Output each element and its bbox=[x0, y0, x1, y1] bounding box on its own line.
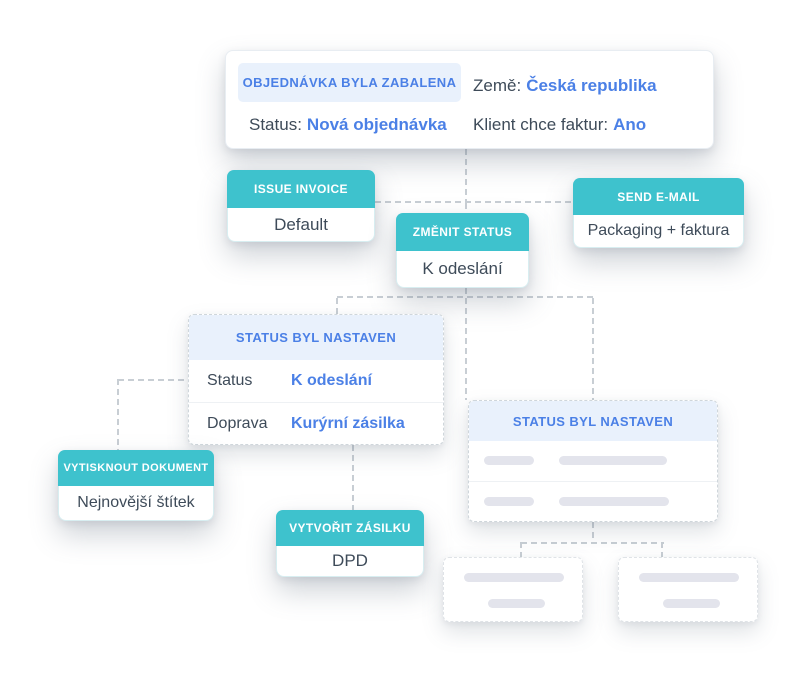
connector-status-right-in bbox=[592, 298, 594, 401]
field-value: Nová objednávka bbox=[306, 115, 447, 134]
skeleton-card-left[interactable] bbox=[443, 557, 583, 622]
action-card-title-text: ZMĚNIT STATUS bbox=[412, 225, 513, 239]
connector-print-elbow-h bbox=[118, 379, 189, 381]
trigger-field-invoice-wanted: Klient chce faktur:Ano bbox=[473, 115, 646, 135]
action-card-create-shipment[interactable]: VYTVOŘIT ZÁSILKU DPD bbox=[276, 510, 424, 577]
connector-skeleton-right-in bbox=[661, 542, 663, 558]
action-card-title-text: VYTVOŘIT ZÁSILKU bbox=[289, 521, 411, 535]
placeholder-bar-short bbox=[663, 599, 720, 608]
status-card-title: STATUS BYL NASTAVEN bbox=[189, 315, 443, 360]
action-card-value: K odeslání bbox=[422, 259, 503, 278]
status-row-value: K odeslání bbox=[291, 372, 372, 389]
action-card-title-text: VYTISKNOUT DOKUMENT bbox=[63, 462, 209, 474]
action-card-title: ISSUE INVOICE bbox=[227, 170, 375, 208]
field-label: Země: bbox=[473, 76, 522, 95]
action-card-value: Packaging + faktura bbox=[587, 222, 730, 239]
field-label: Klient chce faktur: bbox=[473, 115, 609, 134]
action-card-title-text: SEND E-MAIL bbox=[617, 189, 700, 204]
placeholder-bar-short bbox=[484, 456, 534, 465]
connector-status-left-in bbox=[336, 298, 338, 315]
trigger-field-status: Status:Nová objednávka bbox=[249, 115, 447, 135]
status-card-title: STATUS BYL NASTAVEN bbox=[469, 401, 717, 441]
connector-row2-splitter bbox=[337, 296, 595, 298]
status-row-status: Status K odeslání bbox=[189, 360, 443, 402]
connector-skeleton-left-in bbox=[520, 542, 522, 558]
status-row-doprava: Doprava Kurýrní zásilka bbox=[189, 402, 443, 445]
status-card-left[interactable]: STATUS BYL NASTAVEN Status K odeslání Do… bbox=[188, 314, 444, 445]
placeholder-bar-short bbox=[488, 599, 545, 608]
placeholder-bar-short bbox=[484, 497, 534, 506]
placeholder-bar-long bbox=[464, 573, 564, 582]
connector-create-shipment-in bbox=[352, 445, 354, 511]
connector-change-status-in bbox=[465, 203, 467, 214]
status-row-label: Status bbox=[207, 372, 253, 389]
trigger-badge: OBJEDNÁVKA BYLA ZABALENA bbox=[238, 63, 461, 102]
action-card-send-email[interactable]: SEND E-MAIL Packaging + faktura bbox=[573, 178, 744, 248]
status-card-right-skeleton[interactable]: STATUS BYL NASTAVEN bbox=[468, 400, 718, 522]
placeholder-bar-long bbox=[559, 456, 667, 465]
trigger-card-order-packed[interactable]: OBJEDNÁVKA BYLA ZABALENA Země:Česká repu… bbox=[225, 50, 714, 149]
trigger-field-country: Země:Česká republika bbox=[473, 76, 657, 96]
connector-change-status-down bbox=[465, 288, 467, 400]
status-row-label: Doprava bbox=[207, 415, 268, 432]
action-card-value: DPD bbox=[332, 551, 368, 570]
status-card-title-text: STATUS BYL NASTAVEN bbox=[235, 330, 397, 345]
connector-status-right-down bbox=[592, 522, 594, 543]
trigger-badge-label: OBJEDNÁVKA BYLA ZABALENA bbox=[242, 75, 457, 90]
action-card-title: VYTISKNOUT DOKUMENT bbox=[58, 450, 214, 486]
action-card-title-text: ISSUE INVOICE bbox=[254, 182, 348, 196]
action-card-print-document[interactable]: VYTISKNOUT DOKUMENT Nejnovější štítek bbox=[58, 450, 214, 521]
connector-print-elbow-v bbox=[117, 379, 119, 451]
action-card-title: SEND E-MAIL bbox=[573, 178, 744, 215]
skeleton-row bbox=[469, 481, 717, 522]
skeleton-card-right[interactable] bbox=[618, 557, 758, 622]
placeholder-bar-long bbox=[639, 573, 739, 582]
placeholder-bar-long bbox=[559, 497, 669, 506]
skeleton-row bbox=[469, 441, 717, 481]
connector-bottom-splitter bbox=[521, 542, 664, 544]
action-card-value: Nejnovější štítek bbox=[77, 494, 195, 511]
field-label: Status: bbox=[249, 115, 302, 134]
action-card-title: VYTVOŘIT ZÁSILKU bbox=[276, 510, 424, 546]
action-card-title: ZMĚNIT STATUS bbox=[396, 213, 529, 251]
action-card-value: Default bbox=[274, 214, 328, 234]
action-card-change-status[interactable]: ZMĚNIT STATUS K odeslání bbox=[396, 213, 529, 288]
field-value: Ano bbox=[613, 115, 647, 134]
connector-row1-splitter bbox=[375, 201, 573, 203]
status-row-value: Kurýrní zásilka bbox=[291, 415, 405, 432]
connector-trigger-down bbox=[465, 149, 467, 202]
action-card-issue-invoice[interactable]: ISSUE INVOICE Default bbox=[227, 170, 375, 242]
field-value: Česká republika bbox=[526, 76, 657, 95]
status-card-title-text: STATUS BYL NASTAVEN bbox=[512, 413, 674, 429]
